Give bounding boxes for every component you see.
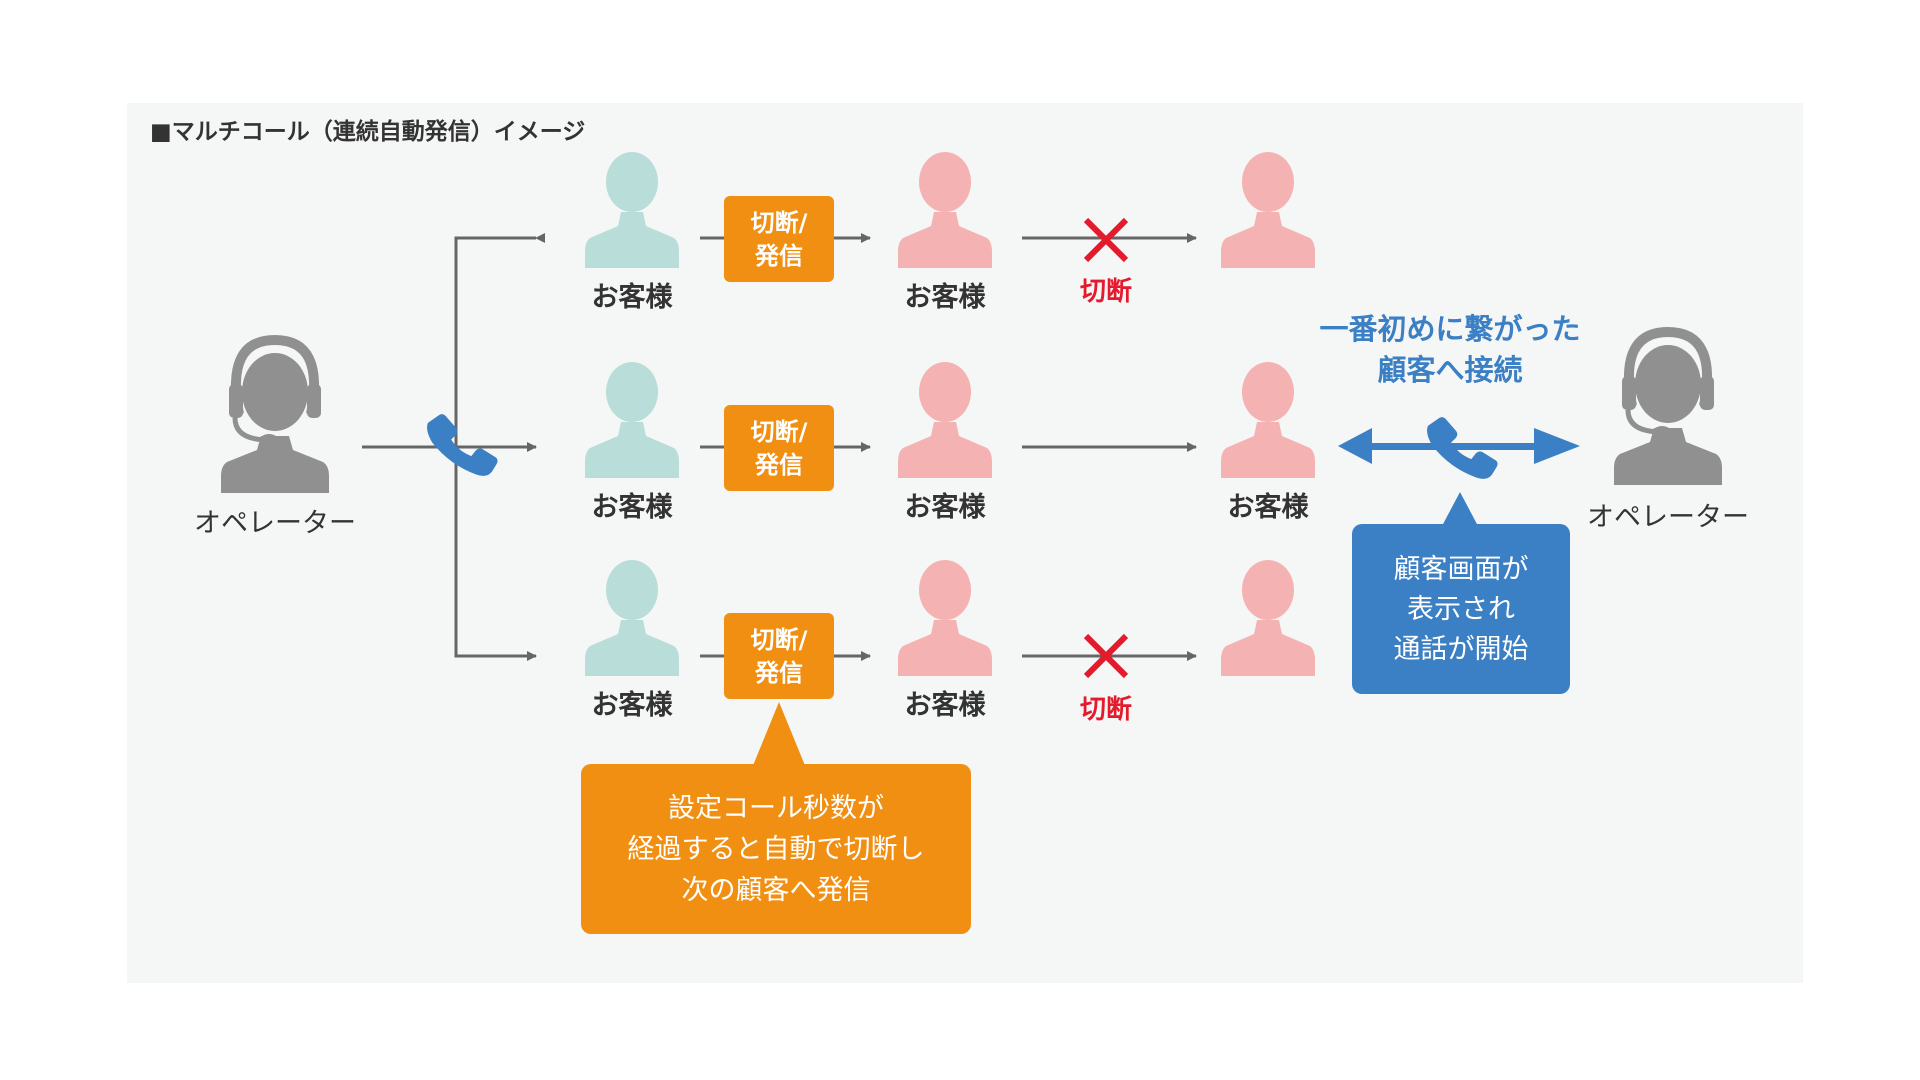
customer-label-r3c2: お客様 — [905, 689, 987, 721]
auto-cut-callout: 設定コール秒数が 経過すると自動で切断し 次の顧客へ発信 — [581, 702, 971, 934]
operator-icon-right — [1614, 332, 1722, 485]
cut-call-badge-r2-line2: 発信 — [754, 451, 803, 479]
customer-icon-r1c1 — [585, 152, 679, 268]
customer-icon-r2c1 — [585, 362, 679, 478]
cut-label-r1: 切断 — [1080, 276, 1132, 307]
screen-callout-line2: 表示され — [1407, 594, 1515, 625]
first-connected-line1: 一番初めに繋がった — [1319, 312, 1580, 346]
diagram-title: ■マルチコール（連続自動発信）イメージ — [150, 112, 585, 146]
cut-call-badge-r2-line1: 切断/ — [751, 418, 808, 446]
operator-icon-left — [221, 340, 329, 493]
customer-icon-r3c3 — [1221, 560, 1315, 676]
auto-cut-callout-line3: 次の顧客へ発信 — [682, 875, 871, 906]
first-connected-line2: 顧客へ接続 — [1377, 353, 1522, 387]
customer-icon-r3c2 — [898, 560, 992, 676]
cross-icon-r1 — [1086, 220, 1126, 260]
screen-callout: 顧客画面が 表示され 通話が開始 — [1352, 492, 1570, 694]
customer-label-r3c1: お客様 — [592, 689, 674, 721]
customer-icon-r3c1 — [585, 560, 679, 676]
cut-call-badge-r3: 切断/ 発信 — [724, 613, 834, 699]
cut-call-badge-r1-line2: 発信 — [754, 242, 803, 270]
cut-call-badge-r2: 切断/ 発信 — [724, 405, 834, 491]
auto-cut-callout-line1: 設定コール秒数が — [668, 793, 884, 824]
title-text: ■マルチコール（連続自動発信）イメージ — [150, 119, 586, 145]
auto-cut-callout-line2: 経過すると自動で切断し — [628, 834, 925, 865]
cut-call-badge-r1: 切断/ 発信 — [724, 196, 834, 282]
customer-label-r1c2: お客様 — [905, 281, 987, 313]
operator-label-right: オペレーター — [1587, 502, 1749, 533]
cut-call-badge-r3-line2: 発信 — [754, 659, 803, 687]
operator-label-left: オペレーター — [194, 508, 356, 539]
cut-call-badge-r3-line1: 切断/ — [751, 626, 808, 654]
customer-label-r2c1: お客様 — [592, 491, 674, 523]
customer-icon-r1c3 — [1221, 152, 1315, 268]
screen-callout-line3: 通話が開始 — [1394, 634, 1529, 665]
phone-icon-left — [423, 401, 502, 489]
customer-label-r2c2: お客様 — [905, 491, 987, 523]
customer-icon-r2c2 — [898, 362, 992, 478]
screen-callout-line1: 顧客画面が — [1394, 554, 1529, 585]
cut-label-r3: 切断 — [1080, 694, 1132, 725]
customer-label-r1c1: お客様 — [592, 281, 674, 313]
cut-call-badge-r1-line1: 切断/ — [751, 209, 808, 237]
customer-icon-r2c3 — [1221, 362, 1315, 478]
customer-label-r2c3: お客様 — [1228, 491, 1310, 523]
customer-icon-r1c2 — [898, 152, 992, 268]
